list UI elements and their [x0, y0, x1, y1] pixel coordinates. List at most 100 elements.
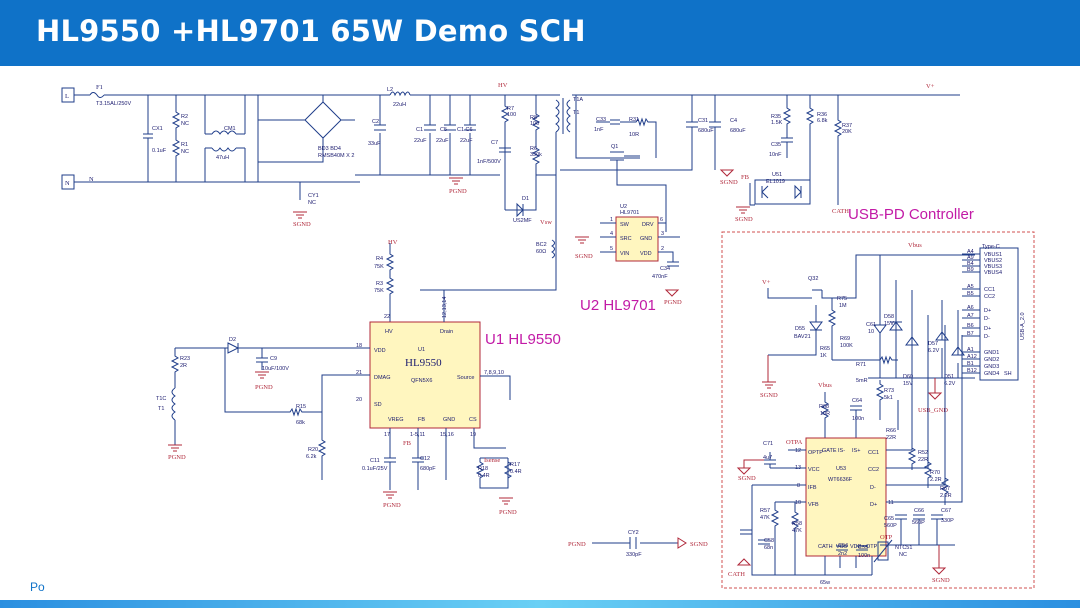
connector-pin-signal: VBUS2 — [984, 258, 1002, 264]
t1c-ref: T1C — [156, 396, 166, 402]
r17-ref: R17 — [510, 462, 520, 468]
u53-pin-cc1: CC1 — [868, 450, 879, 456]
u1-pin-gnd: GND — [443, 417, 455, 423]
u53-pin-optp: OPTP — [808, 450, 823, 456]
connector-pin-number: B1 — [967, 361, 974, 367]
u1-ref: U1 — [418, 347, 425, 353]
connector-pin-signal: D+ — [984, 308, 991, 314]
cm1-ref: CM1 — [224, 126, 236, 132]
snubber-res — [500, 94, 560, 210]
connector-pin-number: B6 — [967, 323, 974, 329]
connector-pin-number: A6 — [967, 305, 974, 311]
c9-ref: C9 — [270, 356, 277, 362]
c35-ref: C35 — [771, 142, 781, 148]
usb-gnd-symbol — [927, 378, 943, 400]
sh-label: SH — [1004, 371, 1012, 377]
r67-value: 2.2R — [940, 493, 952, 499]
ac-wires — [74, 94, 360, 183]
c12-ref: C12 — [420, 456, 430, 462]
sgnd-label-pd1: SGND — [760, 392, 778, 399]
u1-pn-fb: 1-5,11 — [410, 432, 425, 438]
r67-ref: R67 — [940, 486, 950, 492]
connector-pin-signal: GND3 — [984, 364, 999, 370]
l2-ref: L2 — [387, 87, 393, 93]
connector-pin-number: A1 — [967, 347, 974, 353]
type-c-label: Type-C — [982, 244, 1000, 250]
u53-pin-gate: GATE — [822, 448, 837, 454]
connector-pin-number: A4 — [967, 249, 974, 255]
r58-ref: R58 — [792, 521, 802, 527]
u53-name: WT6636F — [828, 477, 853, 483]
type-c-connector — [979, 247, 1019, 381]
r23-ref: R23 — [180, 356, 190, 362]
r2-ref: R2 — [181, 114, 188, 120]
sgnd-label-pd2: SGND — [738, 475, 756, 482]
d51-value: 6.2V — [944, 381, 956, 387]
c55-ref: C55 — [858, 545, 868, 551]
net-vbus-top: Vbus — [908, 242, 922, 249]
c54-ref: C54 — [838, 543, 848, 549]
dmag-network — [224, 348, 370, 480]
cx1-value: 0.1uF — [152, 148, 167, 154]
u1-pn-gnd: 15,16 — [440, 432, 454, 438]
r37-value: 20K — [842, 129, 852, 135]
r18-ref: R18 — [478, 466, 488, 472]
pgnd-label-aux: PGND — [168, 454, 186, 461]
drain-net — [420, 132, 557, 291]
d1-ref: D1 — [522, 196, 529, 202]
u53-pin-is-plus: IS+ — [852, 448, 860, 454]
d55-value: BAV21 — [794, 334, 811, 340]
ntc-slash — [873, 539, 893, 563]
fb-divider — [740, 485, 872, 576]
u2-pn-sw: 1 — [610, 217, 613, 223]
u51-value: EL1019 — [766, 179, 785, 185]
u1-pin-vreg: VREG — [388, 417, 404, 423]
u2-pn-vdd: 2 — [661, 246, 664, 252]
u2-pin-gnd: GND — [640, 236, 652, 242]
sgnd-symbol-3 — [736, 206, 750, 214]
r36-value: 6.8k — [817, 118, 828, 124]
sgnd-label-1: SGND — [293, 221, 311, 228]
connector-pin-signal: VBUS4 — [984, 270, 1002, 276]
c67-value: 330P — [941, 518, 954, 524]
u1-pn-cs: 19 — [470, 432, 476, 438]
r35-ref: R35 — [771, 114, 781, 120]
u53-pin-dplus: D+ — [870, 502, 877, 508]
usb-pd-label: USB-PD Controller — [848, 206, 974, 223]
u53-chip — [805, 437, 887, 557]
u2-pn-drv: 6 — [660, 217, 663, 223]
u2-pin-vin: VIN — [620, 251, 629, 257]
sgnd-label-4: SGND — [575, 253, 593, 260]
fb-wire — [749, 183, 755, 206]
cy2-section: PGND SGND CY2 330pF — [568, 530, 708, 558]
pgnd-label-u2: PGND — [664, 299, 682, 306]
u1-pin-dmag: DMAG — [374, 375, 391, 381]
c58-ref: C58 — [764, 538, 774, 544]
u51-ref: U51 — [772, 172, 782, 178]
cap-c64 — [850, 405, 862, 438]
c35-value: 10nF — [769, 152, 782, 158]
r1-value: NC — [181, 149, 189, 155]
r70-value: 2.2R — [930, 477, 942, 483]
pgnd-label-1: PGND — [449, 188, 467, 195]
c61-value: 10 — [868, 329, 874, 335]
sgnd-label-3: SGND — [735, 216, 753, 223]
u1-hl9550: HV R4 75K R3 75K U1 HL9550 QFN5X6 VDD DM… — [156, 239, 561, 516]
connector-pin-number: A12 — [967, 354, 977, 360]
c66-value: 560P — [912, 520, 925, 526]
c7-value: 1nF/500V — [477, 159, 501, 165]
u53-pn-dplus: 11 — [888, 500, 894, 506]
r52-ref: R52 — [918, 450, 928, 456]
pgnd-symbol-u2 — [664, 289, 680, 297]
cm1-leads — [204, 95, 246, 182]
connector-pin-signal: D- — [984, 316, 990, 322]
u53-pn-ifb: 8 — [797, 483, 800, 489]
net-l: L — [65, 93, 69, 100]
net-cath-pd: CATH — [728, 571, 745, 578]
sgnd-label-cy2: SGND — [690, 541, 708, 548]
c31-ref: C31 — [698, 118, 708, 124]
c5-value: 22uF — [436, 138, 449, 144]
d1-value: US2MF — [513, 218, 532, 224]
c1-ref: C1 — [416, 127, 423, 133]
u1-pin-vdd: VDD — [374, 348, 386, 354]
